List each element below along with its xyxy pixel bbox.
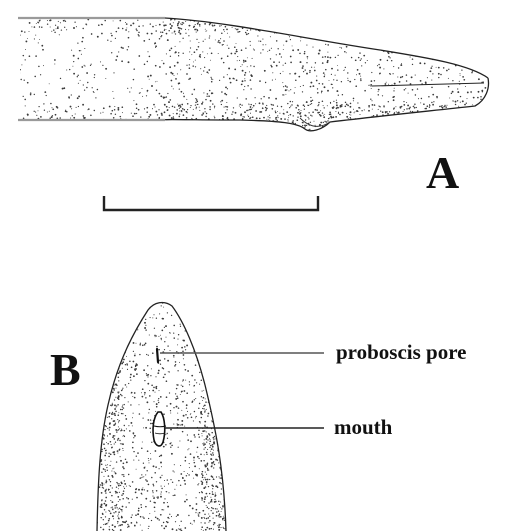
panel-b-label: B xyxy=(50,344,81,395)
panel-a-stippling xyxy=(17,15,492,134)
scale-bar xyxy=(104,196,318,210)
proboscis-pore-mark xyxy=(157,349,158,362)
proboscis-pore-label: proboscis pore xyxy=(336,340,467,364)
panel-a-specimen xyxy=(17,15,492,134)
panel-a-dorsal-outline xyxy=(165,18,488,78)
panel-b-specimen xyxy=(94,298,231,531)
panel-a-label: A xyxy=(426,147,459,198)
mouth-mark xyxy=(153,412,166,446)
mouth-label: mouth xyxy=(334,415,393,439)
